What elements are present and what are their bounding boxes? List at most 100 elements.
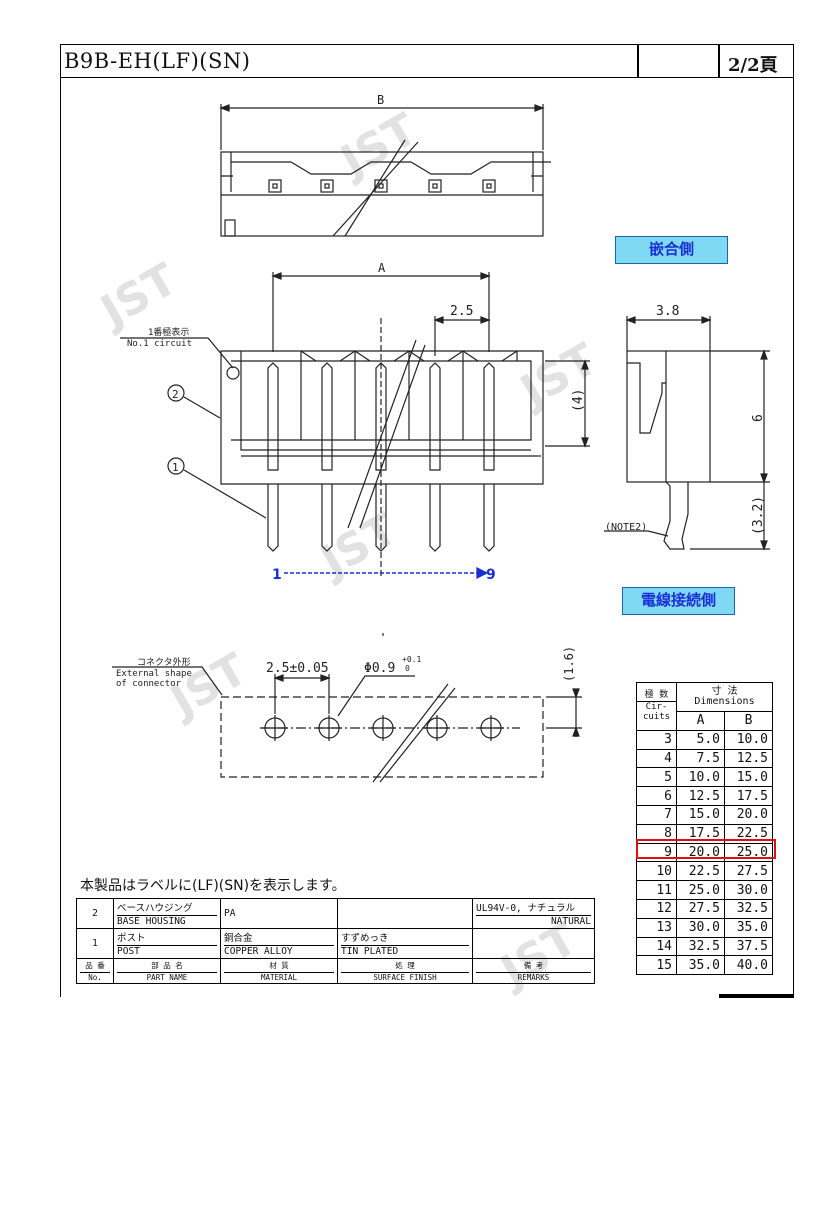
circuit-count: 6 <box>636 786 677 806</box>
hdr-rem-en: REMARKS <box>476 972 591 982</box>
dim-a-value: 12.5 <box>676 786 725 806</box>
part-material: COPPER ALLOY <box>224 945 334 957</box>
selected-row-highlight <box>636 839 776 859</box>
dim-a-value: 32.5 <box>676 936 725 957</box>
front-view <box>120 272 590 578</box>
wire-side-label: 電線接続側 <box>622 587 735 615</box>
dim-pin-label: (3.2) <box>751 496 766 535</box>
part-name-jp: ポスト <box>117 933 146 944</box>
dim-b-value: 15.0 <box>724 767 773 788</box>
ext-jp-label: コネクタ外形 <box>137 656 191 668</box>
ext-en1-label: External shape <box>116 669 192 679</box>
hole-dia-label: Φ0.9 <box>364 661 395 676</box>
part-no: 2 <box>76 898 114 929</box>
hdr-no-jp: 品 番 <box>85 961 105 970</box>
part-no: 1 <box>76 928 114 959</box>
pin-start-label: 1 <box>272 567 282 583</box>
pcb-layout-view <box>112 633 582 783</box>
circuit-count: 3 <box>636 729 677 750</box>
part-remark-jp: ナチュラル <box>527 903 576 914</box>
hdr-mat-jp: 材 質 <box>269 961 289 970</box>
no1-jp-label: 1番極表示 <box>148 326 189 338</box>
circuit-count: 15 <box>636 955 677 976</box>
circuit-count: 5 <box>636 767 677 788</box>
col-b-header: B <box>724 711 773 731</box>
dim-a-value: 17.5 <box>676 823 725 844</box>
hole-tol-up: +0.1 <box>402 655 421 664</box>
dim-a-value: 35.0 <box>676 955 725 976</box>
circuit-count: 11 <box>636 880 677 900</box>
side-view <box>604 316 770 551</box>
hdr-fin-jp: 処 理 <box>395 961 415 970</box>
dim-b-value: 22.5 <box>724 823 773 844</box>
part-material: PA <box>220 898 338 929</box>
mating-side-label: 嵌合側 <box>615 236 728 264</box>
part-name-en: BASE HOUSING <box>117 915 217 927</box>
part-remark: UL94V-0, <box>476 903 522 914</box>
hdr-mat-en: MATERIAL <box>224 972 334 982</box>
title-bar <box>60 44 794 78</box>
part-finish: TIN PLATED <box>341 945 469 957</box>
dim-a-value: 5.0 <box>676 729 725 750</box>
no1-en-label: No.1 circuit <box>127 339 192 349</box>
part-finish-jp: すずめっき <box>341 933 389 944</box>
dim-width-label: 3.8 <box>656 304 679 319</box>
dim-a-value: 22.5 <box>676 861 725 882</box>
label-note: 本製品はラベルに(LF)(SN)を表示します。 <box>80 878 346 894</box>
dim-b-value: 17.5 <box>724 786 773 806</box>
dim-b-label: B <box>377 93 384 107</box>
dim-a-value: 27.5 <box>676 898 725 919</box>
hdr-dims-en: Dimensions <box>694 696 755 707</box>
ext-en2-label: of connector <box>116 679 182 689</box>
hdr-dims-jp: 寸 法 <box>711 686 738 697</box>
bottom-bar <box>719 994 794 998</box>
hdr-circuits-jp: 極 数 <box>644 690 669 701</box>
circuit-count: 10 <box>636 861 677 882</box>
dim-b-value: 27.5 <box>724 861 773 882</box>
dim-depth-label: (4) <box>571 389 586 412</box>
dim-b-value: 35.0 <box>724 917 773 938</box>
callout-1: 1 <box>172 461 179 474</box>
edge-dim-label: (1.6) <box>562 646 576 682</box>
dim-b-value: 10.0 <box>724 729 773 750</box>
part-name-jp: ベースハウジング <box>117 903 193 914</box>
hdr-no-en: No. <box>80 972 110 982</box>
page-number: 2/2頁 <box>728 55 778 76</box>
part-finish <box>337 898 473 929</box>
hdr-rem-jp: 備 考 <box>523 961 544 970</box>
part-name-en: POST <box>117 945 217 957</box>
part-remark-en: NATURAL <box>476 915 591 927</box>
part-remark <box>472 928 595 959</box>
dim-b-value: 37.5 <box>724 936 773 957</box>
pin-end-label: 9 <box>486 567 496 583</box>
dim-b-value: 30.0 <box>724 880 773 900</box>
title-divider <box>637 44 639 78</box>
dim-height-label: 6 <box>751 414 766 422</box>
dim-a-value: 15.0 <box>676 804 725 825</box>
dim-a-value: 30.0 <box>676 917 725 938</box>
dim-a-value: 7.5 <box>676 748 725 769</box>
note2-label: (NOTE2) <box>605 522 647 533</box>
dim-b-value: 32.5 <box>724 898 773 919</box>
col-a-header: A <box>676 711 725 731</box>
dim-b-value: 20.0 <box>724 804 773 825</box>
title-divider <box>718 44 720 78</box>
top-view <box>219 104 551 237</box>
circuit-count: 13 <box>636 917 677 938</box>
dim-b-value: 40.0 <box>724 955 773 976</box>
circuit-count: 12 <box>636 898 677 919</box>
